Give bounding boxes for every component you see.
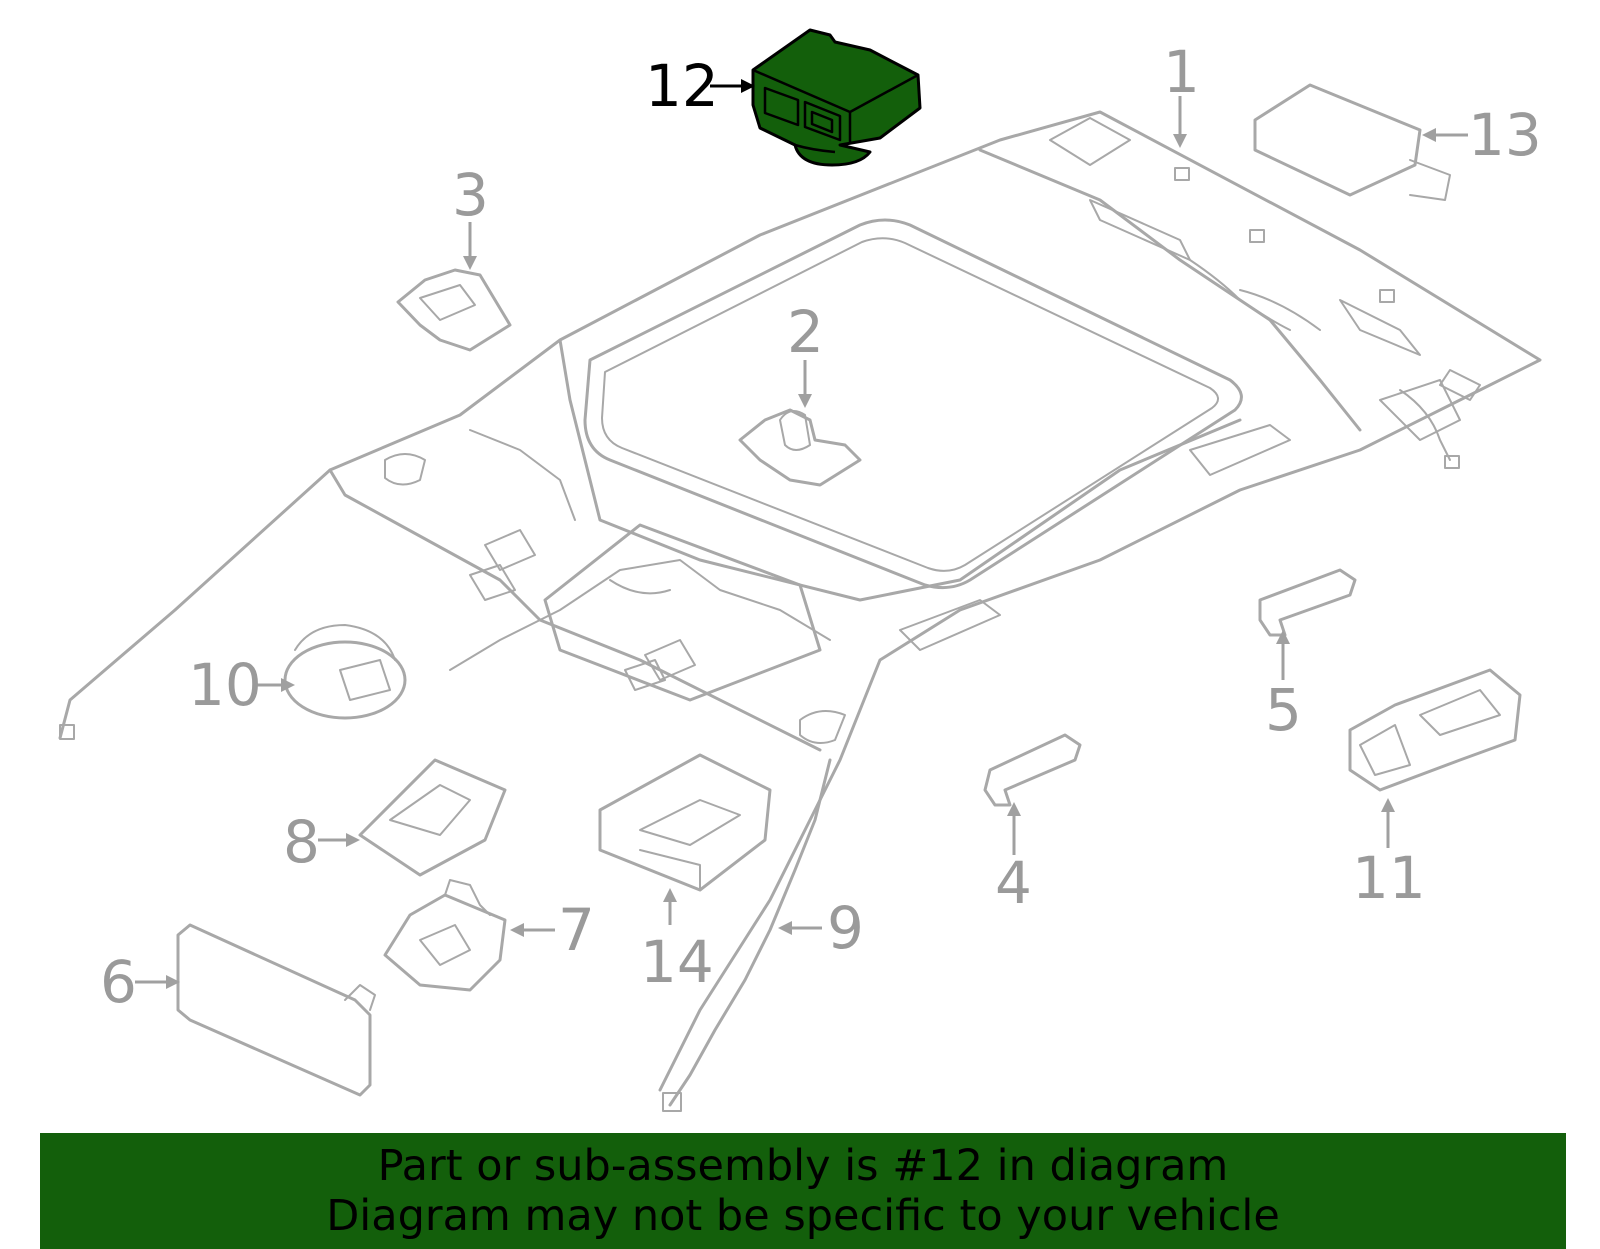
callout-8: 8 xyxy=(283,808,320,876)
part-3 xyxy=(396,268,512,352)
part-1-headliner xyxy=(58,110,1542,1092)
callout-4: 4 xyxy=(995,849,1032,917)
callout-10: 10 xyxy=(188,651,262,719)
part-2 xyxy=(738,408,862,487)
callout-5: 5 xyxy=(1265,676,1302,744)
part-13-module xyxy=(1253,83,1451,201)
part-14-module xyxy=(598,753,772,892)
callout-11: 11 xyxy=(1352,844,1426,912)
callout-7: 7 xyxy=(558,896,595,964)
banner-line-1: Part or sub-assembly is #12 in diagram xyxy=(377,1141,1229,1191)
part-4-grab-handle xyxy=(983,733,1082,807)
part-8 xyxy=(358,758,507,877)
part-7 xyxy=(383,879,507,992)
callout-6: 6 xyxy=(100,948,137,1016)
callout-3: 3 xyxy=(452,161,489,229)
callout-1: 1 xyxy=(1163,38,1200,106)
part-5-grab-handle xyxy=(1258,568,1357,637)
leader-lines xyxy=(135,79,1468,989)
callout-12: 12 xyxy=(645,52,719,120)
callout-14: 14 xyxy=(640,928,714,996)
part-9-harness xyxy=(662,758,832,1112)
part-11-overhead-console xyxy=(1348,668,1522,792)
part-6-sun-visor xyxy=(176,923,376,1097)
info-banner: Part or sub-assembly is #12 in diagram D… xyxy=(40,1133,1566,1249)
callout-2: 2 xyxy=(787,298,824,366)
callout-13: 13 xyxy=(1468,101,1542,169)
part-10 xyxy=(283,624,407,720)
banner-line-2: Diagram may not be specific to your vehi… xyxy=(326,1191,1280,1241)
callout-9: 9 xyxy=(827,894,864,962)
part-12-highlighted xyxy=(751,28,922,167)
callout-numbers: 1 2 3 4 5 6 7 8 9 10 11 12 13 14 xyxy=(100,38,1542,1016)
